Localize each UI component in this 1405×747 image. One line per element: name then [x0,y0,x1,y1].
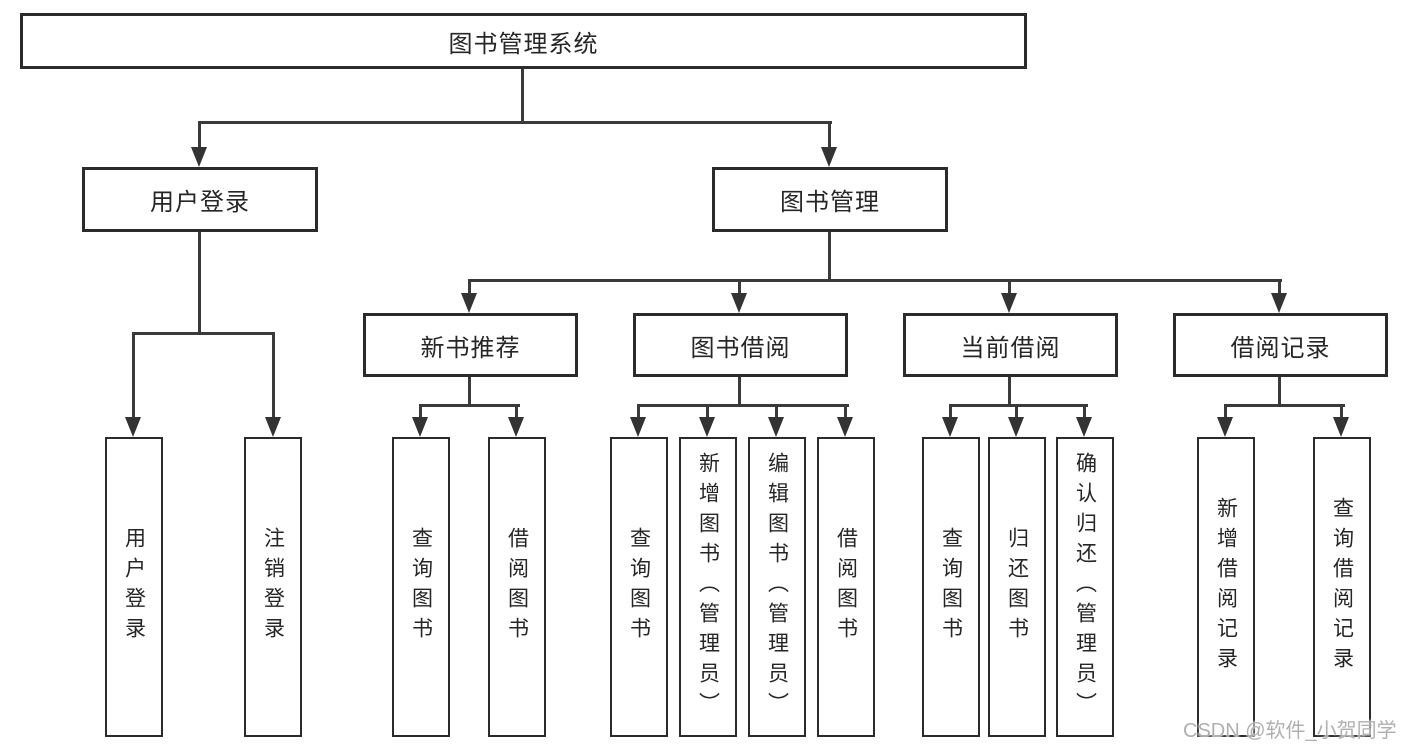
leaf-query-borrow-record-label: 查询借阅记录 [1330,497,1354,677]
node-book-management: 图书管理 [712,167,948,232]
connector-drop [1340,404,1343,420]
connector-stem [828,232,831,282]
arrowhead [630,417,646,437]
node-new-book-recommend: 新书推荐 [363,313,578,377]
leaf-add-borrow-record-label: 新增借阅记录 [1214,497,1238,677]
connector-drop [272,332,275,420]
arrowhead [412,417,428,437]
leaf-query-books-recommend: 查询图书 [392,437,450,737]
leaf-query-borrow-record: 查询借阅记录 [1313,437,1371,737]
connector-drop [1008,279,1011,296]
leaf-borrow-books: 借阅图书 [817,437,875,737]
arrowhead [508,417,524,437]
leaf-query-books-current: 查询图书 [922,437,980,737]
leaf-edit-books-admin-label: 编辑图书（管理员） [765,452,789,722]
leaf-return-books-label: 归还图书 [1005,527,1029,647]
connector-drop [1015,404,1018,420]
arrowhead [1271,293,1287,313]
node-new-book-recommend-label: 新书推荐 [420,334,521,362]
node-book-management-label: 图书管理 [780,189,880,216]
arrowhead [1008,417,1024,437]
connector-stem [468,377,471,407]
connector-drop [738,279,741,296]
leaf-query-books-borrow-label: 查询图书 [627,527,651,647]
connector-drop [949,404,952,420]
connector-drop [1083,404,1086,420]
leaf-confirm-return-admin-label: 确认归还（管理员） [1073,452,1097,722]
arrowhead [837,417,853,437]
connector-stem [1008,377,1011,407]
arrowhead [461,293,477,313]
connector-stem [738,377,741,407]
connector-drop [515,404,518,420]
connector-drop [198,121,201,151]
connector-bar [419,404,520,407]
arrowhead [821,147,837,167]
arrowhead [125,417,141,437]
node-user-login-label: 用户登录 [150,189,250,216]
leaf-user-login: 用户登录 [105,437,163,737]
connector-root-bar [198,121,832,124]
connector-drop [706,404,709,420]
arrowhead [699,417,715,437]
leaf-logout-label: 注销登录 [261,527,285,647]
connector-bar [637,404,849,407]
leaf-edit-books-admin: 编辑图书（管理员） [748,437,806,737]
leaf-borrow-books-label: 借阅图书 [834,527,858,647]
node-book-borrow-label: 图书借阅 [690,334,791,362]
node-user-login: 用户登录 [82,167,318,232]
node-borrow-records-label: 借阅记录 [1230,334,1331,362]
leaf-query-books-borrow: 查询图书 [610,437,668,737]
node-borrow-records: 借阅记录 [1173,313,1388,377]
arrowhead [768,417,784,437]
arrowhead [731,293,747,313]
arrowhead [191,147,207,167]
node-current-borrow-label: 当前借阅 [960,334,1061,362]
leaf-confirm-return-admin: 确认归还（管理员） [1056,437,1114,737]
arrowhead [1076,417,1092,437]
node-root: 图书管理系统 [20,13,1027,69]
node-current-borrow: 当前借阅 [903,313,1118,377]
connector-drop [468,279,471,296]
leaf-logout: 注销登录 [244,437,302,737]
leaf-borrow-books-recommend: 借阅图书 [488,437,546,737]
connector-drop [132,332,135,420]
leaf-query-books-current-label: 查询图书 [939,527,963,647]
connector-bar [132,332,275,335]
connector-bar [1224,404,1345,407]
connector-drop [637,404,640,420]
connector-bar [468,279,1282,282]
connector-drop [419,404,422,420]
leaf-add-borrow-record: 新增借阅记录 [1197,437,1255,737]
leaf-add-books-admin-label: 新增图书（管理员） [696,452,720,722]
arrowhead [942,417,958,437]
leaf-return-books: 归还图书 [988,437,1046,737]
leaf-borrow-books-recommend-label: 借阅图书 [505,527,529,647]
connector-drop [1224,404,1227,420]
leaf-add-books-admin: 新增图书（管理员） [679,437,737,737]
connector-stem [198,232,201,335]
connector-stem [1278,377,1281,407]
connector-drop [1278,279,1281,296]
connector-bar [949,404,1088,407]
node-root-label: 图书管理系统 [448,30,599,58]
node-book-borrow: 图书借阅 [633,313,848,377]
arrowhead [265,417,281,437]
leaf-user-login-label: 用户登录 [122,527,146,647]
csdn-watermark: CSDN @软件_小贺同学 [1183,720,1397,742]
arrowhead [1217,417,1233,437]
leaf-query-books-recommend-label: 查询图书 [409,527,433,647]
connector-drop [775,404,778,420]
connector-drop [828,121,831,151]
arrowhead [1333,417,1349,437]
connector-drop [844,404,847,420]
connector-root-stem [521,69,524,123]
arrowhead [1001,293,1017,313]
